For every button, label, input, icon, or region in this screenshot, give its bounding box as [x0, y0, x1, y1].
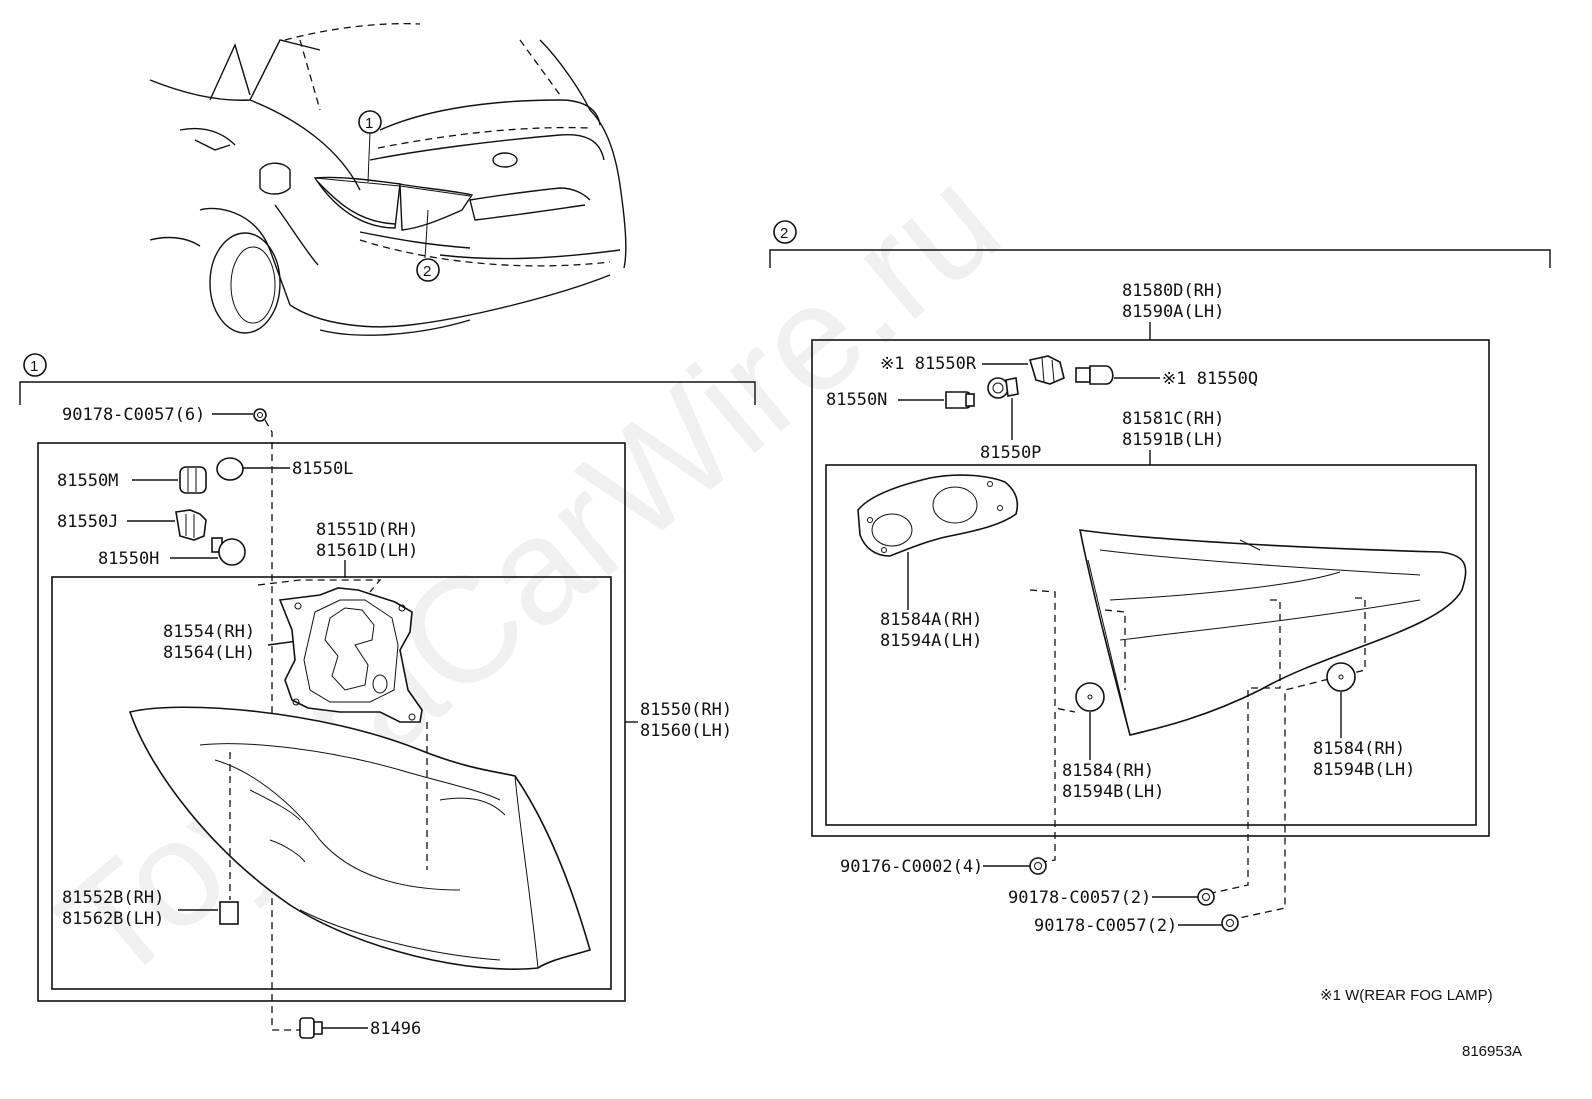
label-housing-lh: 81561D(LH) [316, 541, 418, 561]
clip-b-part [1221, 914, 1239, 932]
label-inner-gasket-rh: 81584A(RH) [880, 610, 982, 630]
section-2-bracket [769, 249, 1551, 268]
inner-lamp-frame [811, 339, 1490, 837]
socket-p-part [987, 377, 1019, 399]
bulb-h-part [211, 537, 246, 566]
marker-2-car: 2 [416, 258, 440, 282]
label-pad-b-rh: 81584(RH) [1313, 739, 1405, 759]
label-gasket-lh: 81564(LH) [163, 643, 255, 663]
nut-part [1029, 857, 1047, 875]
cushion-part [219, 901, 239, 925]
figure-code: 816953A [1462, 1043, 1522, 1060]
label-socket-r: ※1 81550R [880, 354, 977, 374]
label-lamp-rh: 81550(RH) [640, 700, 732, 720]
section-2: 2 81580D(RH) 81590A(LH) ※1 81550R ※1 815… [769, 220, 1551, 936]
inner-lens-body [1078, 529, 1467, 736]
label-clip-top: 90178-C0057(6) [62, 405, 205, 425]
car-rear-illustration [149, 23, 627, 336]
label-nut: 90176-C0002(4) [840, 857, 983, 877]
section-2-marker-text: 2 [780, 225, 788, 242]
label-assy-lh: 81590A(LH) [1122, 302, 1224, 322]
label-bulb-h: 81550H [98, 549, 159, 569]
label-socket-m: 81550M [57, 471, 118, 491]
footnote: ※1 W(REAR FOG LAMP) [1320, 987, 1493, 1004]
label-clip-a: 90178-C0057(2) [1008, 888, 1151, 908]
label-assy-rh: 81580D(RH) [1122, 281, 1224, 301]
socket-j-part [175, 509, 207, 541]
label-lens-lh: 81591B(LH) [1122, 430, 1224, 450]
pad-b-part [1326, 662, 1356, 692]
label-lamp-lh: 81560(LH) [640, 721, 732, 741]
lamp-body-frame [51, 576, 612, 990]
label-housing-rh: 81551D(RH) [316, 520, 418, 540]
bulb-n-part [945, 391, 975, 409]
socket-m-part [179, 466, 207, 494]
label-pad-a-lh: 81594B(LH) [1062, 782, 1164, 802]
section-1: 1 90178-C0057(6) 81550M 81550L 81550J [19, 353, 756, 1039]
label-clip-bottom: 81496 [370, 1019, 421, 1039]
clip-top-part [253, 408, 267, 422]
label-bulb-q: ※1 81550Q [1162, 369, 1258, 389]
bottom-clip-part [299, 1017, 323, 1039]
label-socket-j: 81550J [57, 512, 118, 532]
label-inner-gasket-lh: 81594A(LH) [880, 631, 982, 651]
inner-lens-frame [825, 464, 1477, 826]
gasket-part [278, 587, 423, 723]
label-cushion-lh: 81562B(LH) [62, 909, 164, 929]
bulb-l-part [216, 457, 244, 481]
label-cushion-rh: 81552B(RH) [62, 888, 164, 908]
marker-2-car-text: 2 [423, 263, 431, 280]
bulb-q-part [1075, 365, 1114, 385]
label-pad-b-lh: 81594B(LH) [1313, 760, 1415, 780]
label-socket-p: 81550P [980, 443, 1041, 463]
clip-a-part [1197, 888, 1215, 906]
pad-a-part [1075, 682, 1105, 712]
section-1-marker [23, 353, 47, 377]
socket-r-part [1028, 355, 1065, 385]
label-bulb-n: 81550N [826, 390, 887, 410]
label-bulb-l: 81550L [292, 459, 353, 479]
section-1-marker-text: 1 [30, 358, 38, 375]
section-2-marker [773, 220, 797, 244]
label-gasket-rh: 81554(RH) [163, 622, 255, 642]
label-lens-rh: 81581C(RH) [1122, 409, 1224, 429]
marker-1-car: 1 [358, 110, 382, 134]
label-pad-a-rh: 81584(RH) [1062, 761, 1154, 781]
section-1-bracket [19, 381, 756, 405]
inner-gasket-part [857, 474, 1019, 557]
label-clip-b: 90178-C0057(2) [1034, 916, 1177, 936]
tail-lamp-lens [128, 706, 591, 970]
marker-1-car-text: 1 [365, 115, 373, 132]
